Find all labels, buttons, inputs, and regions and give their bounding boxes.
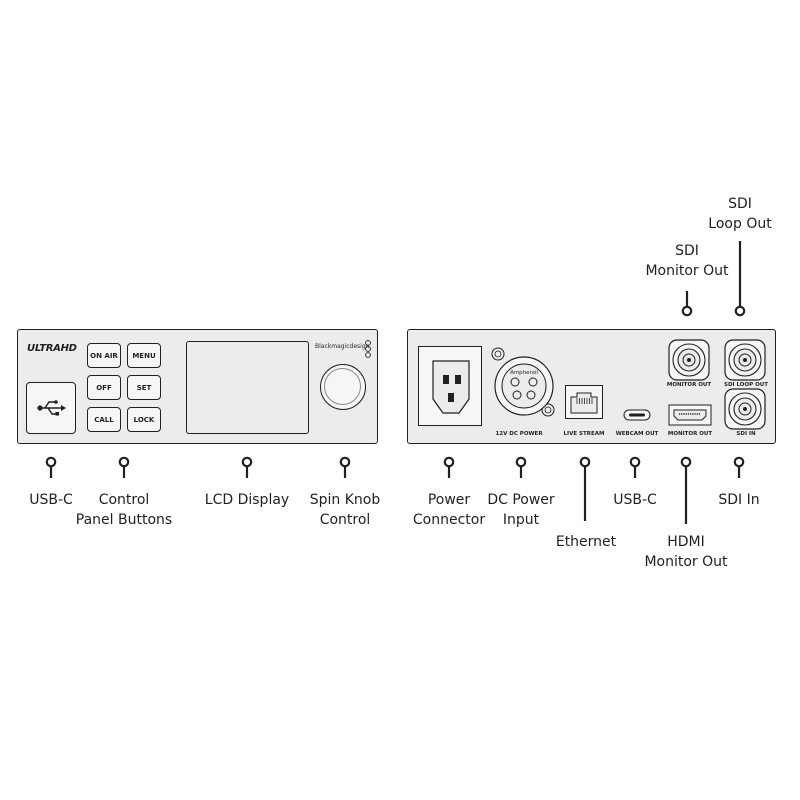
callout-dc-power-input: DC Power Input xyxy=(487,492,555,528)
ethernet-port xyxy=(565,385,603,419)
sdi-monitor-out-label: MONITOR OUT xyxy=(666,382,712,388)
callout-sdi-in: SDI In xyxy=(718,492,760,508)
usb-c-port-front xyxy=(26,382,76,434)
sdi-in-label: SDI IN xyxy=(736,431,756,437)
dc-power-label: 12V DC POWER xyxy=(495,431,543,437)
rear-panel: Amphenol 12V DC POWER LIVE STREAM WEBCAM… xyxy=(407,329,776,444)
lcd-display xyxy=(186,341,309,434)
call-button[interactable]: CALL xyxy=(87,407,121,432)
callout-lcd-display: LCD Display xyxy=(204,492,290,508)
callout-usb-c-front: USB-C xyxy=(29,492,73,508)
spin-knob[interactable] xyxy=(320,364,366,410)
sdi-loop-out-label: SDI LOOP OUT xyxy=(724,382,768,388)
hdmi-monitor-out-label: MONITOR OUT xyxy=(667,431,713,437)
on-air-button[interactable]: ON AIR xyxy=(87,343,121,368)
callout-control-panel-buttons: Control Panel Buttons xyxy=(75,492,173,528)
sdi-in-bnc xyxy=(724,388,766,430)
callout-power-connector: Power Connector xyxy=(412,492,486,528)
front-panel: ULTRAHD ON AIR MENU OFF SET CALL LOCK Bl… xyxy=(17,329,378,444)
ultrahd-logo: ULTRAHD xyxy=(27,343,77,354)
lock-button[interactable]: LOCK xyxy=(127,407,161,432)
sdi-monitor-out-bnc xyxy=(668,339,710,381)
callout-ethernet: Ethernet xyxy=(555,534,617,550)
callout-sdi-loop-out: SDI Loop Out xyxy=(708,196,772,232)
webcam-out-label: WEBCAM OUT xyxy=(615,431,659,437)
xlr-dc-power-connector xyxy=(491,347,555,417)
set-button[interactable]: SET xyxy=(127,375,161,400)
power-connector xyxy=(418,346,482,426)
menu-button[interactable]: MENU xyxy=(127,343,161,368)
brand-logo: Blackmagicdesign xyxy=(315,343,370,350)
brand-dots-icon xyxy=(365,340,371,358)
callout-sdi-monitor-out: SDI Monitor Out xyxy=(645,243,729,279)
usb-icon xyxy=(37,399,67,421)
sdi-loop-out-bnc xyxy=(724,339,766,381)
amphenol-text: Amphenol xyxy=(510,370,538,376)
hdmi-port xyxy=(668,404,712,426)
callout-hdmi-monitor-out: HDMI Monitor Out xyxy=(644,534,728,570)
callout-spin-knob: Spin Knob Control xyxy=(309,492,381,528)
off-button[interactable]: OFF xyxy=(87,375,121,400)
callout-usb-c-rear: USB-C xyxy=(613,492,657,508)
live-stream-label: LIVE STREAM xyxy=(563,431,605,437)
usb-c-port-rear xyxy=(623,409,651,421)
